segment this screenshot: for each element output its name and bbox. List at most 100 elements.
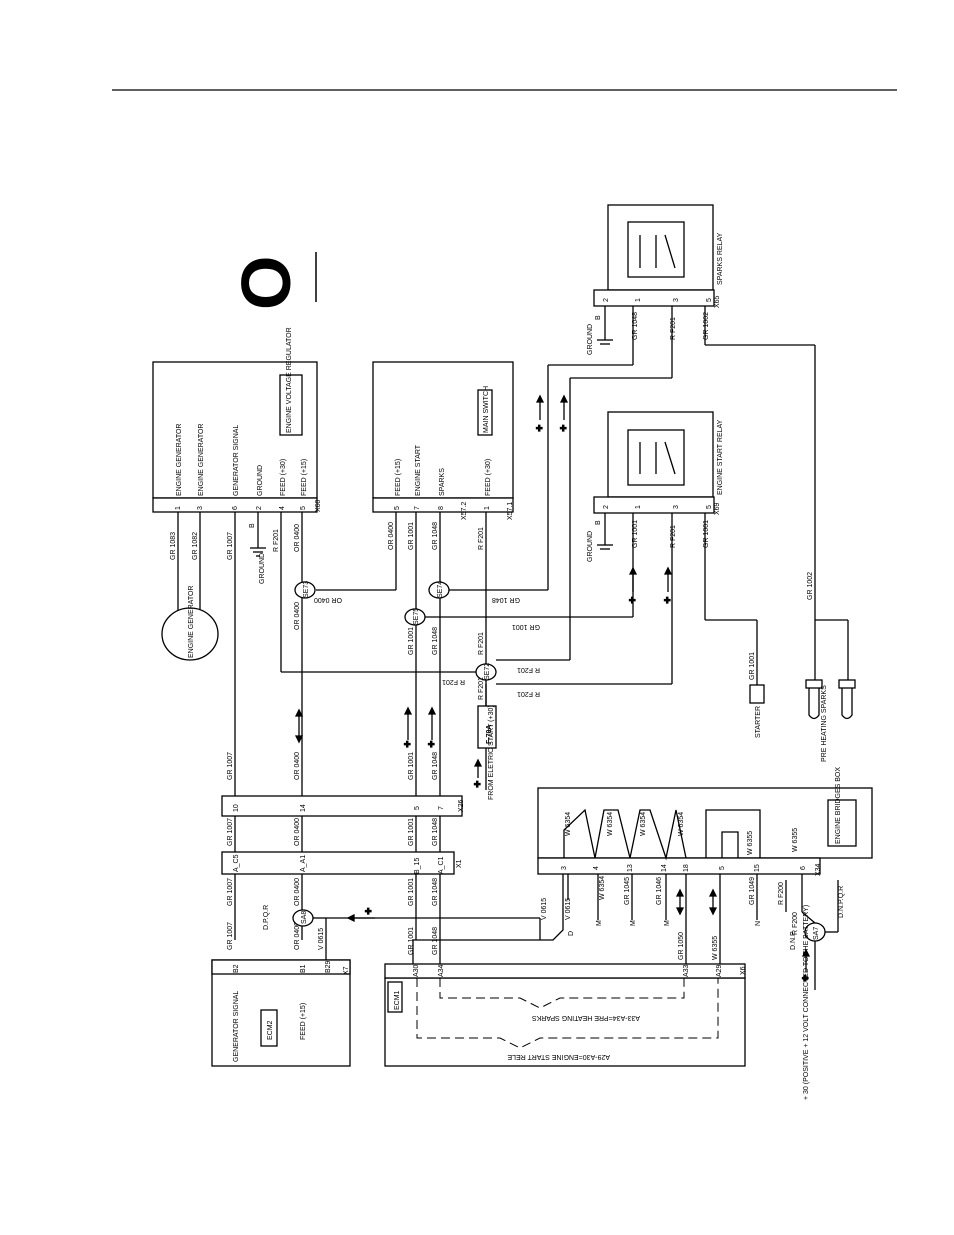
ecm2-generator-signal: GENERATOR SIGNAL: [233, 991, 240, 1062]
svg-text:GR 1007: GR 1007: [227, 532, 234, 560]
page-mark: O: [227, 256, 305, 310]
svg-text:OR 0400: OR 0400: [294, 878, 301, 906]
pre-heating-label: PRE HEATING SPARKS: [821, 685, 828, 762]
svg-text:GR 1048: GR 1048: [432, 818, 439, 846]
ecm1-pins: A30 A34 A33 A29: [413, 964, 723, 977]
engine-generator: [161, 607, 219, 661]
svg-text:OR 0400: OR 0400: [388, 522, 395, 550]
svg-text:GR 1007: GR 1007: [227, 878, 234, 906]
svg-text:+: +: [664, 595, 670, 607]
starter-label: STARTER: [755, 706, 762, 738]
svg-text:5: 5: [394, 506, 401, 510]
main-switch-title: MAIN SWITCH: [483, 386, 490, 433]
svg-text:V 0615: V 0615: [541, 898, 548, 920]
svg-text:V 0615: V 0615: [565, 898, 572, 920]
svg-text:GR 1046: GR 1046: [656, 877, 663, 905]
svg-text:R F201: R F201: [670, 317, 677, 340]
svg-text:R F201: R F201: [517, 690, 540, 697]
svg-text:B: B: [595, 315, 602, 320]
ecm1-title: ECM1: [394, 990, 401, 1010]
svg-text:SE72: SE72: [484, 663, 491, 680]
sparks-relay-pins: 2 1 3 5 B GR 1048 R F201 GR 1002 GROUND: [587, 298, 713, 355]
svg-text:B29: B29: [325, 960, 332, 973]
x60-label: X60: [315, 499, 322, 512]
svg-text:GR 1002: GR 1002: [703, 312, 710, 340]
svg-text:W 6355: W 6355: [712, 936, 719, 960]
svg-text:N: N: [755, 921, 762, 926]
fuse-label: F-70A: [486, 725, 493, 744]
svg-text:W 6354: W 6354: [607, 812, 614, 836]
bridges-pins: 3 4 13 14 18 5 15 6 W 6354 W 6354 W 6354…: [561, 812, 807, 872]
svg-text:+: +: [536, 423, 542, 435]
svg-text:GR 1048: GR 1048: [632, 312, 639, 340]
svg-text:10: 10: [233, 804, 240, 812]
svg-text:M: M: [596, 920, 603, 926]
svg-text:GR 1082: GR 1082: [192, 532, 199, 560]
regulator-title-box: [279, 374, 303, 436]
x26-connector: [221, 795, 463, 817]
svg-text:SE75: SE75: [413, 608, 420, 625]
svg-text:W 6354: W 6354: [565, 812, 572, 836]
svg-text:OR 0400: OR 0400: [294, 922, 301, 950]
svg-text:GR 1083: GR 1083: [170, 532, 177, 560]
x1-connector: [221, 851, 455, 875]
svg-text:GR 1007: GR 1007: [227, 818, 234, 846]
svg-text:X6: X6: [740, 966, 747, 975]
cross-wire-labels: GR 1048 GR 1001 R F201 R F201 R F201 R F…: [294, 596, 540, 700]
svg-text:GR 1001: GR 1001: [408, 818, 415, 846]
svg-text:8: 8: [438, 506, 445, 510]
svg-text:W 6354: W 6354: [640, 812, 647, 836]
svg-text:R F201: R F201: [273, 529, 280, 552]
svg-text:GR 1048: GR 1048: [432, 627, 439, 655]
svg-text:OR 0400: OR 0400: [314, 596, 342, 603]
ecm1-pre-heating: A33-A34=PRE HEATING SPARKS: [532, 1014, 640, 1021]
svg-text:4: 4: [593, 866, 600, 870]
bridges-lower-labels: V 0615 V 0615 W 6354 GR 1045 GR 1046 GR …: [541, 876, 799, 960]
start-relay-pins: 2 1 3 5 B GR 1001 R F201 GR 1001 GROUND: [587, 505, 713, 562]
svg-text:GR 1049: GR 1049: [749, 877, 756, 905]
svg-text:1: 1: [635, 505, 642, 509]
svg-text:18: 18: [683, 864, 690, 872]
svg-text:FEED (+15): FEED (+15): [395, 459, 402, 496]
x6-connector: [384, 963, 746, 979]
svg-text:GR 1045: GR 1045: [624, 877, 631, 905]
fuse-f70a: [477, 705, 497, 749]
svg-text:15: 15: [754, 864, 761, 872]
svg-text:W 6354: W 6354: [678, 812, 685, 836]
svg-text:7: 7: [438, 806, 445, 810]
svg-text:ENGINE GENERATOR: ENGINE GENERATOR: [198, 424, 205, 496]
svg-text:1: 1: [175, 506, 182, 510]
svg-text:X1: X1: [456, 859, 463, 868]
svg-text:+: +: [802, 973, 808, 985]
ecm2-title: ECM2: [267, 1020, 274, 1040]
svg-text:GR 1048: GR 1048: [432, 752, 439, 780]
svg-text:14: 14: [300, 804, 307, 812]
svg-text:2: 2: [603, 505, 610, 509]
svg-text:2: 2: [603, 298, 610, 302]
svg-text:OR 0400: OR 0400: [294, 818, 301, 846]
svg-text:GR 1001: GR 1001: [512, 623, 540, 630]
svg-text:GROUND: GROUND: [587, 324, 594, 355]
svg-text:B1: B1: [300, 964, 307, 973]
svg-text:R F201: R F201: [478, 632, 485, 655]
svg-text:4: 4: [279, 506, 286, 510]
svg-text:+: +: [474, 779, 480, 791]
svg-text:SA8: SA8: [301, 911, 308, 924]
svg-text:+: +: [428, 739, 434, 751]
regulator-pins: ENGINE GENERATOR ENGINE GENERATOR GENERA…: [175, 424, 308, 510]
svg-text:A30: A30: [413, 964, 420, 977]
svg-text:V 0615: V 0615: [318, 928, 325, 950]
x57-connector: [372, 497, 514, 513]
svg-text:+: +: [404, 739, 410, 751]
svg-text:GR 1001: GR 1001: [408, 627, 415, 655]
x65-connector: [593, 289, 715, 307]
svg-text:R F201: R F201: [670, 525, 677, 548]
svg-text:5: 5: [719, 866, 726, 870]
svg-text:ENGINE GENERATOR: ENGINE GENERATOR: [176, 424, 183, 496]
svg-text:GR 1048: GR 1048: [432, 878, 439, 906]
svg-text:GROUND: GROUND: [587, 531, 594, 562]
svg-text:5: 5: [300, 506, 307, 510]
svg-text:X26: X26: [458, 799, 465, 812]
svg-text:X57.2: X57.2: [461, 502, 468, 520]
svg-text:7: 7: [414, 506, 421, 510]
